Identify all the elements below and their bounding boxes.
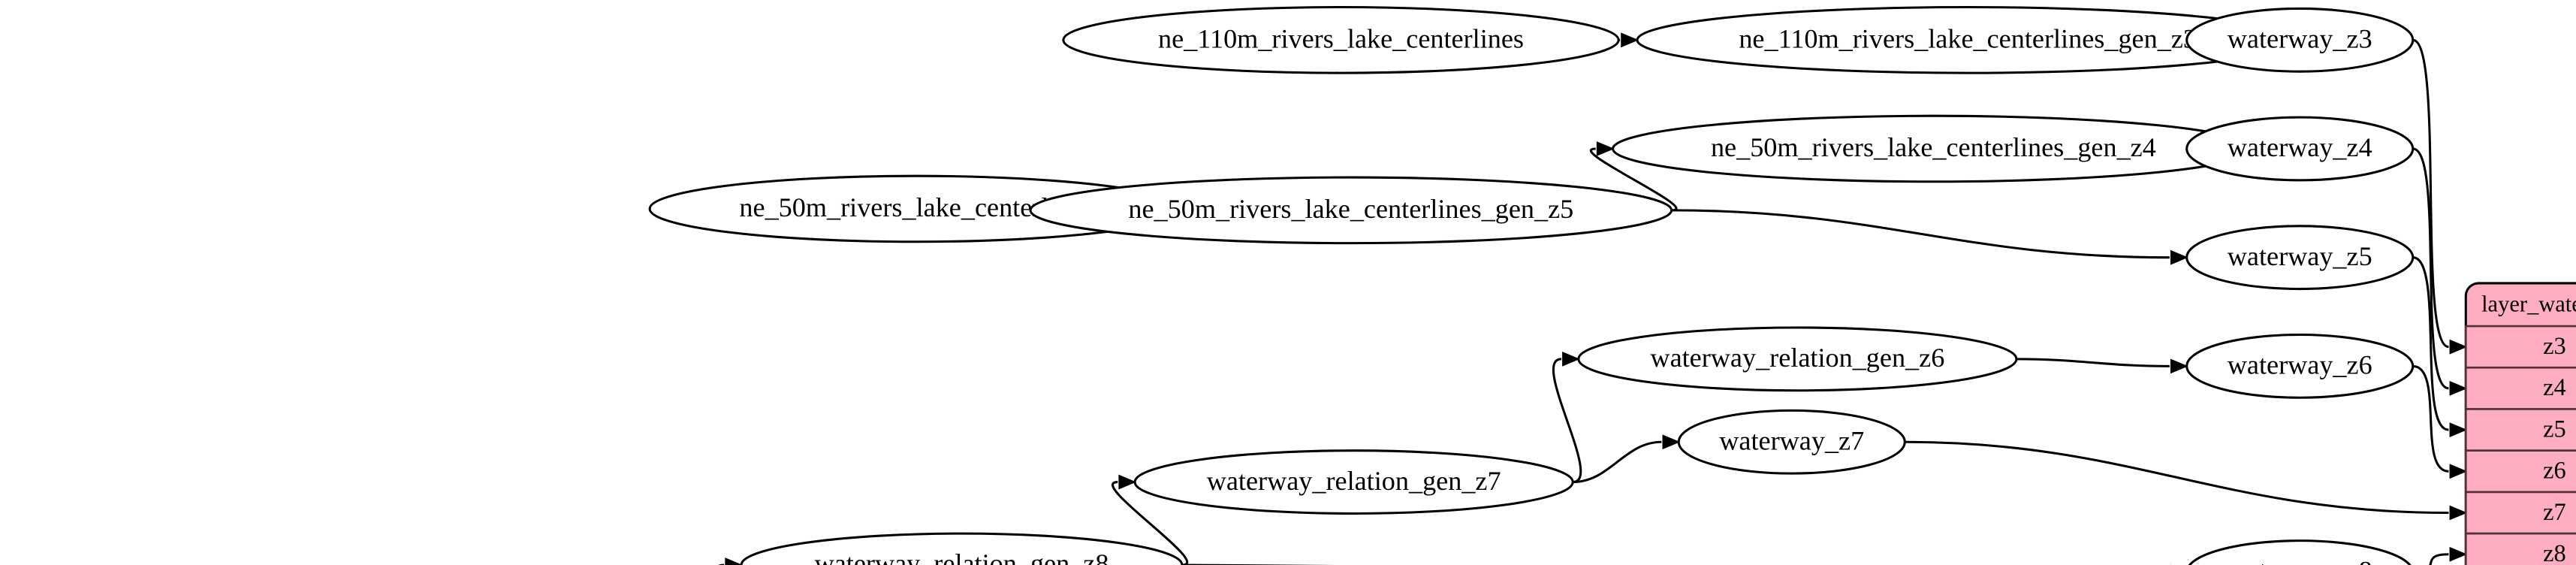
- node-waterway_z8[interactable]: waterway_z8: [2187, 539, 2413, 565]
- edge-waterway_z7-to-layer_waterway.z7: [1905, 440, 2449, 515]
- legend-row-z5[interactable]: [2464, 408, 2576, 452]
- node-ne_110m_rivers_lake_centerlines[interactable]: ne_110m_rivers_lake_centerlines: [1062, 5, 1620, 74]
- node-shape: [1133, 449, 1574, 515]
- edge-waterway_relation_gen_z8-to-waterway_relation_gen_z7: [1112, 481, 1189, 565]
- legend-table: layer_waterwayz3z4z5z6z7z8z9z10z11z12z13…: [2464, 282, 2576, 565]
- edge-arrowhead: [1621, 32, 1639, 48]
- nodes-layer: imposm3osm_waterway_relationosm_waterway…: [648, 5, 2415, 565]
- node-shape: [1062, 5, 1620, 74]
- edge-waterway_z3-to-layer_waterway.z3: [2412, 38, 2449, 349]
- node-waterway_z7[interactable]: waterway_z7: [1677, 409, 1906, 475]
- node-shape: [2185, 225, 2415, 291]
- edge-arrowhead: [725, 557, 744, 565]
- edge-arrowhead: [2449, 546, 2468, 562]
- legend-row-z6[interactable]: [2464, 449, 2576, 494]
- edge-ne_50m_rivers_lake_centerlines_gen_z5-to-ne_50m_rivers_lake_centerlines_gen_z4: [1589, 147, 1678, 212]
- node-waterway_relation_gen_z7[interactable]: waterway_relation_gen_z7: [1133, 449, 1574, 515]
- node-shape: [1029, 176, 1673, 245]
- edge-ne_50m_rivers_lake_centerlines_gen_z5-to-waterway_z5: [1671, 209, 2170, 259]
- edge-waterway_relation_gen_z7-to-waterway_relation_gen_z6: [1552, 358, 1582, 484]
- node-waterway_relation_gen_z6[interactable]: waterway_relation_gen_z6: [1577, 326, 2018, 392]
- edge-arrowhead: [2449, 505, 2468, 521]
- edge-arrowhead: [2449, 380, 2468, 396]
- node-waterway_z4[interactable]: waterway_z4: [2185, 116, 2415, 182]
- node-waterway_z5[interactable]: waterway_z5: [2185, 225, 2415, 291]
- node-waterway_z3[interactable]: waterway_z3: [2185, 7, 2415, 73]
- node-shape: [2185, 333, 2415, 399]
- node-shape: [1677, 409, 1906, 475]
- node-shape: [1612, 114, 2255, 183]
- edge-arrowhead: [2170, 249, 2188, 265]
- node-shape: [1577, 326, 2018, 392]
- edge-waterway_relation_gen_z7-to-waterway_z7: [1573, 440, 1662, 484]
- legend-row-z4[interactable]: [2464, 366, 2576, 410]
- edge-arrowhead: [1562, 351, 1580, 367]
- edge-waterway_z4-to-layer_waterway.z4: [2412, 147, 2449, 390]
- edge-arrowhead: [2449, 464, 2468, 479]
- edge-waterway_relation_gen_z6-to-waterway_z6: [2016, 358, 2170, 367]
- edge-waterway_z5-to-layer_waterway.z5: [2412, 256, 2449, 431]
- legend-row-z3[interactable]: [2464, 325, 2576, 369]
- edge-waterway_z8-to-layer_waterway.z8: [2429, 553, 2449, 565]
- edge-arrowhead: [1596, 141, 1615, 156]
- legend-row-z8[interactable]: [2464, 532, 2576, 565]
- node-shape: [2188, 539, 2412, 565]
- edge-arrowhead: [2449, 422, 2468, 437]
- node-ne_50m_rivers_lake_centerlines_gen_z5[interactable]: ne_50m_rivers_lake_centerlines_gen_z5: [1029, 176, 1673, 245]
- node-shape: [2185, 7, 2415, 73]
- node-shape: [740, 532, 1184, 565]
- node-shape: [2185, 116, 2415, 182]
- legend-row-z7[interactable]: [2464, 491, 2576, 535]
- edge-arrowhead: [1118, 474, 1137, 490]
- edge-arrowhead: [1662, 434, 1681, 450]
- node-waterway_relation_gen_z8[interactable]: waterway_relation_gen_z8: [740, 532, 1184, 565]
- edge-waterway_z6-to-layer_waterway.z6: [2412, 364, 2449, 473]
- node-ne_50m_rivers_lake_centerlines_gen_z4[interactable]: ne_50m_rivers_lake_centerlines_gen_z4: [1612, 114, 2255, 183]
- node-waterway_z6[interactable]: waterway_z6: [2185, 333, 2415, 399]
- edge-arrowhead: [2170, 358, 2188, 374]
- edge-arrowhead: [2449, 339, 2468, 355]
